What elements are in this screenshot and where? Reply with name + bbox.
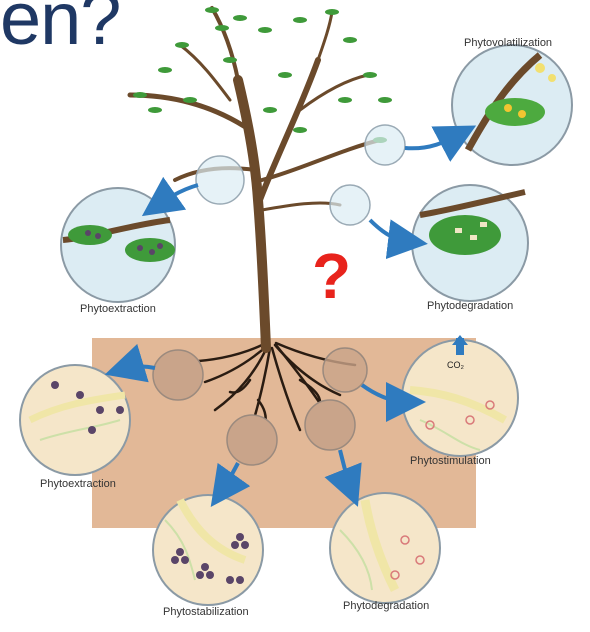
zoom-circle-root-left [153, 350, 203, 400]
zoom-circle-root-center [227, 415, 277, 465]
label-phytodegradation-bottom: Phytodegradation [343, 600, 429, 612]
label-phytovolatilization: Phytovolatilization [464, 37, 552, 49]
zoom-circle-leaf-left [196, 156, 244, 204]
label-phytoextraction-bottom: Phytoextraction [40, 478, 116, 490]
zoom-circle-leaf-top-right [365, 125, 405, 165]
label-phytoextraction-top: Phytoextraction [80, 303, 156, 315]
zoom-circle-root-far-right [323, 348, 367, 392]
page-heading: en? [0, 0, 120, 56]
label-co2: CO₂ [447, 360, 464, 370]
panel-phytodegradation-top [412, 185, 528, 301]
panel-phytodegradation-bottom [330, 493, 440, 603]
panel-phytovolatilization [452, 45, 572, 165]
panel-phytostabilization [153, 495, 263, 605]
question-mark: ? [312, 244, 351, 308]
label-phytostimulation: Phytostimulation [410, 455, 491, 467]
label-phytostabilization: Phytostabilization [163, 606, 249, 618]
label-phytodegradation-top: Phytodegradation [427, 300, 513, 312]
panel-phytoextraction-bottom [20, 365, 130, 475]
zoom-circle-root-right [305, 400, 355, 450]
tree-leaves [133, 7, 392, 143]
zoom-circle-leaf-mid-right [330, 185, 370, 225]
